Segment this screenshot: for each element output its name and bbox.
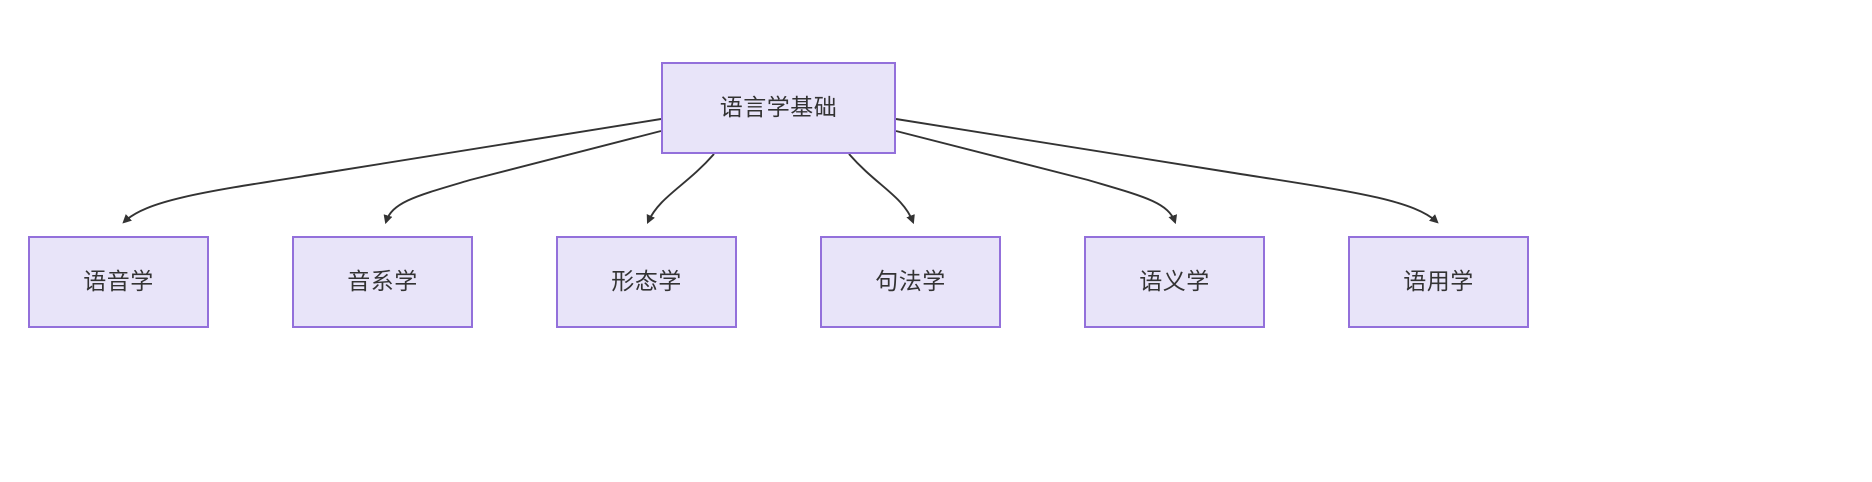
edge-root-to-child-3 xyxy=(646,153,715,225)
node-root[interactable]: 语言学基础 xyxy=(661,62,896,154)
edge-root-to-child-1 xyxy=(122,118,662,224)
node-child-3[interactable]: 形态学 xyxy=(556,236,737,328)
node-child-6[interactable]: 语用学 xyxy=(1348,236,1529,328)
node-child-1[interactable]: 语音学 xyxy=(28,236,209,328)
node-child-4-label: 句法学 xyxy=(875,268,946,295)
edge-root-to-child-5 xyxy=(895,130,1178,225)
node-child-5[interactable]: 语义学 xyxy=(1084,236,1265,328)
node-child-5-label: 语义学 xyxy=(1139,268,1210,295)
node-child-2[interactable]: 音系学 xyxy=(292,236,473,328)
node-child-6-label: 语用学 xyxy=(1403,268,1474,295)
node-child-1-label: 语音学 xyxy=(83,268,154,295)
edge-root-to-child-6 xyxy=(895,118,1439,224)
node-child-4[interactable]: 句法学 xyxy=(820,236,1001,328)
node-child-3-label: 形态学 xyxy=(611,268,682,295)
edge-root-to-child-2 xyxy=(383,130,662,225)
node-root-label: 语言学基础 xyxy=(719,94,838,121)
node-child-2-label: 音系学 xyxy=(347,268,418,295)
edge-root-to-child-4 xyxy=(848,153,915,225)
